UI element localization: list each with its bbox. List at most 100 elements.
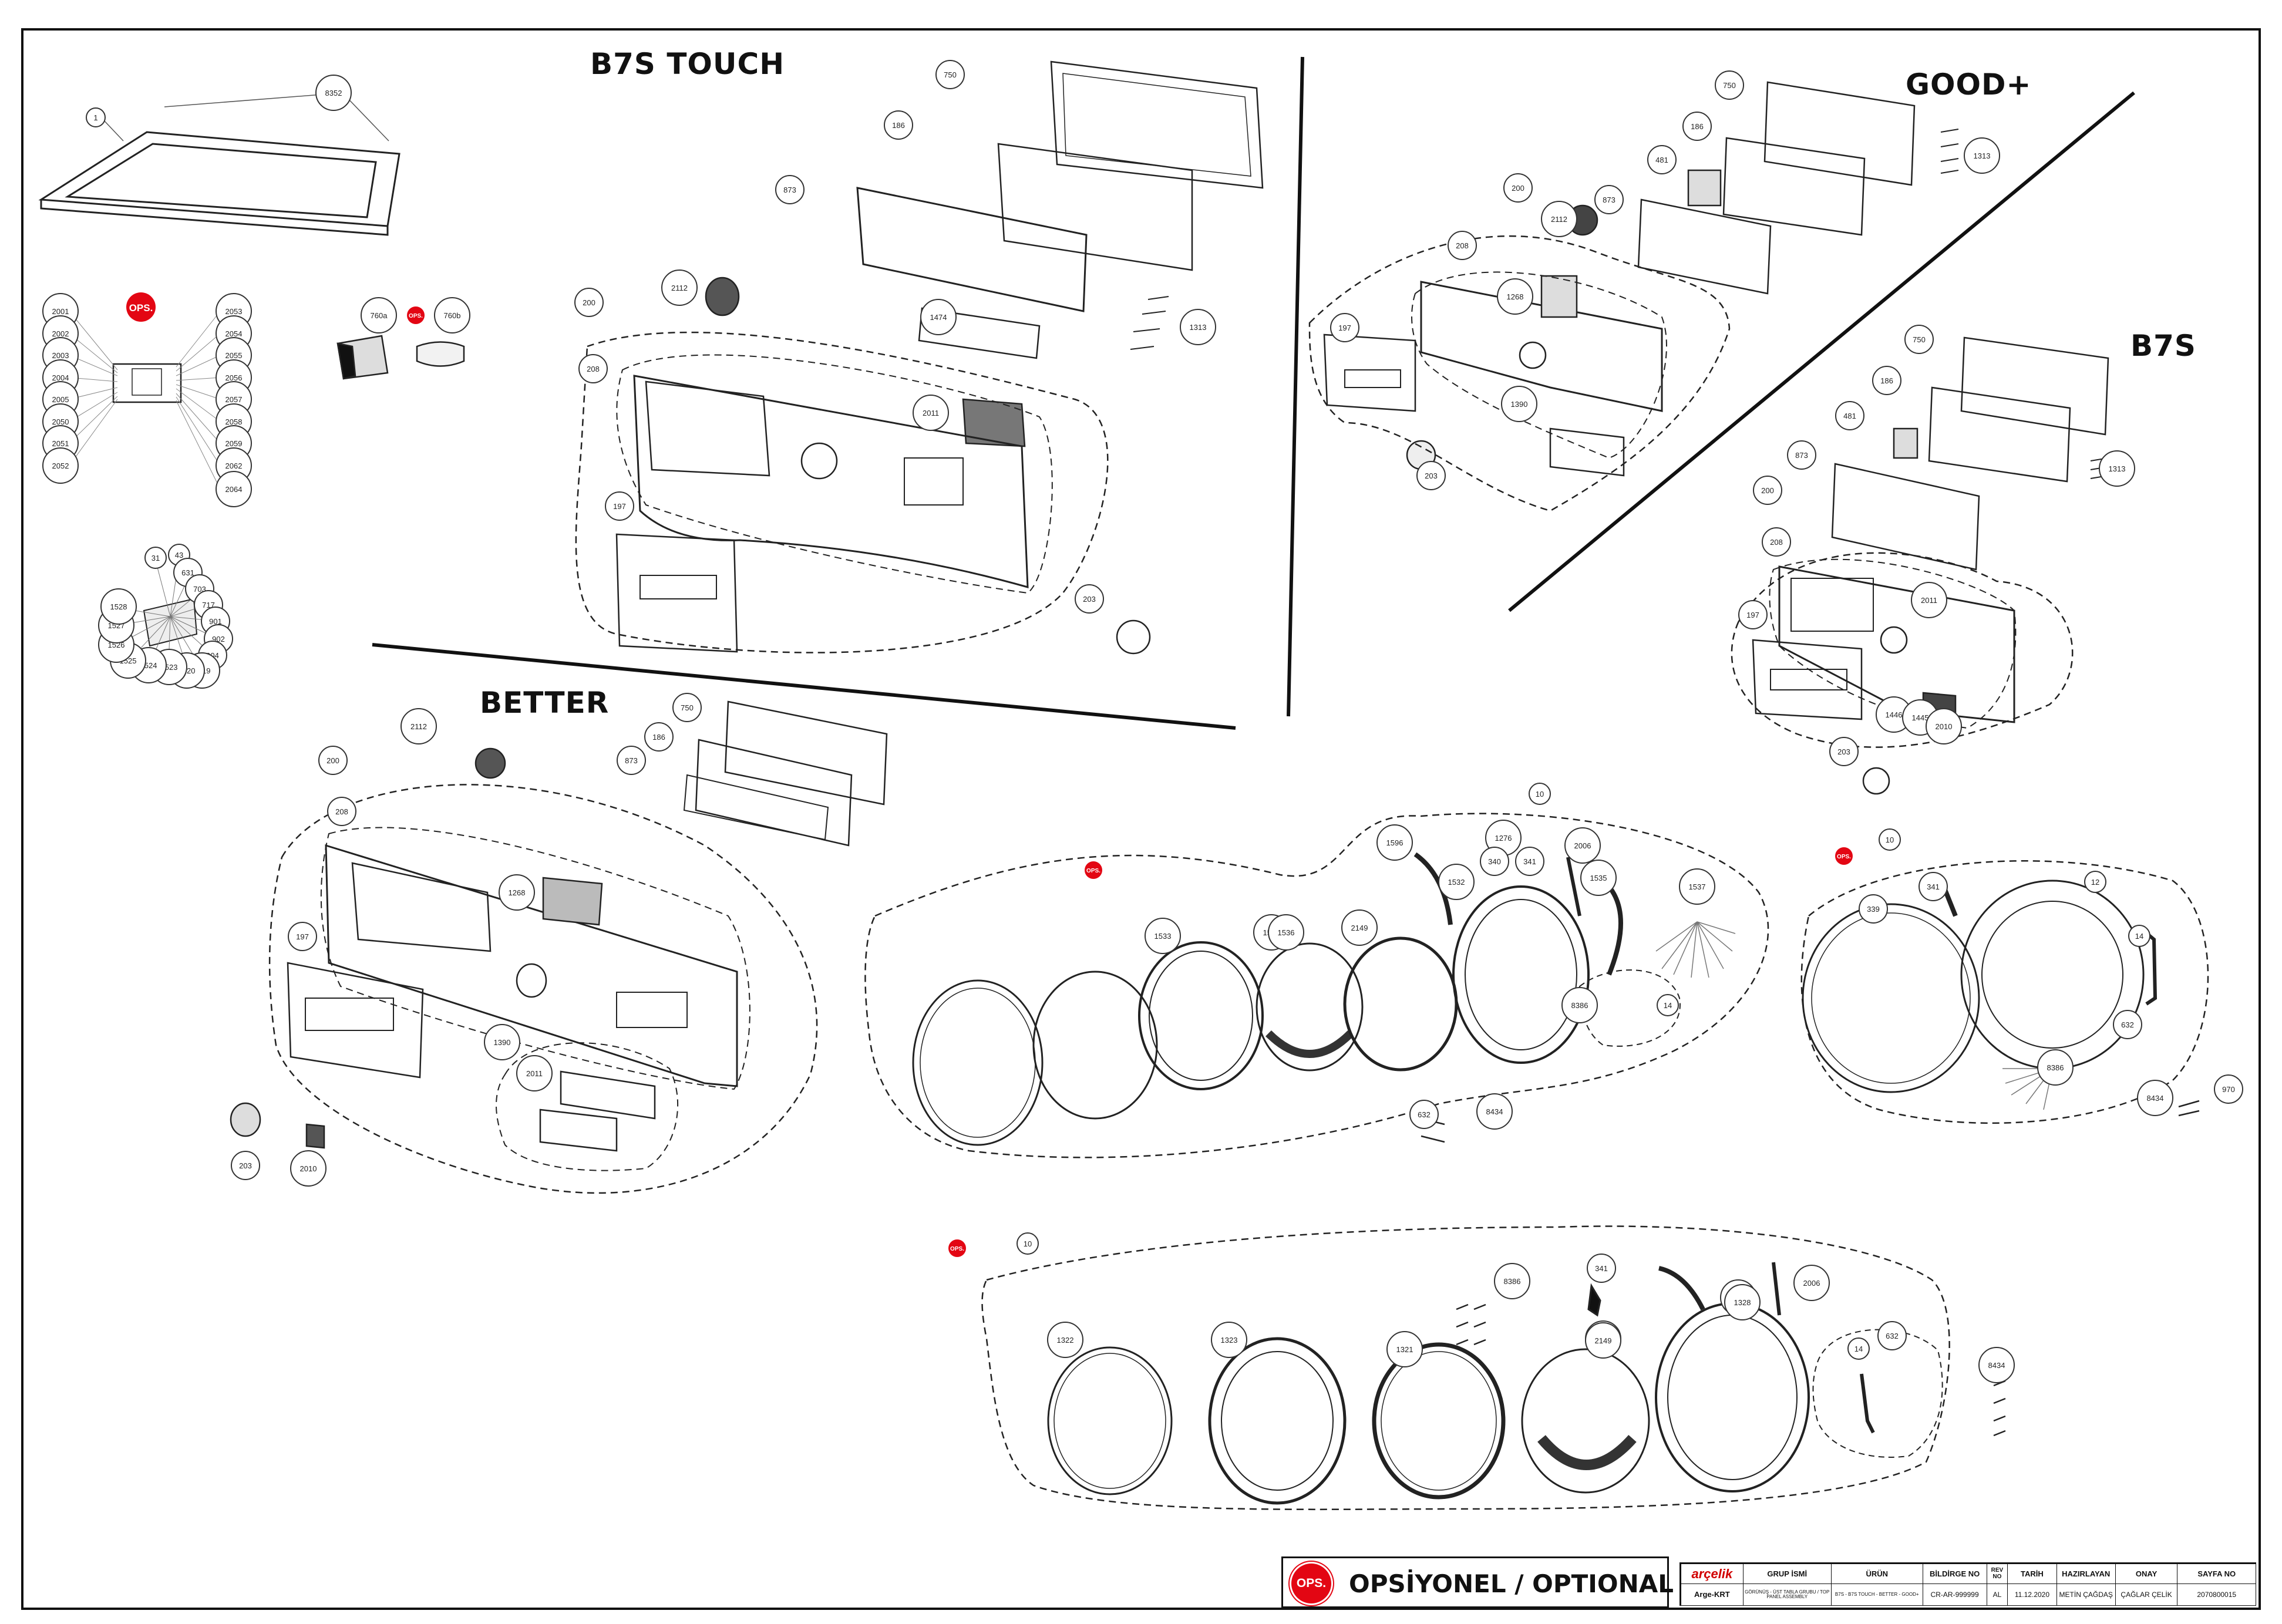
callout-number: 14 — [2135, 932, 2143, 941]
product-label: ÜRÜN — [1830, 1563, 1923, 1585]
callout-bubble — [1762, 527, 1791, 557]
callout-bubble — [1494, 1263, 1530, 1299]
rev-label: REV NO — [1986, 1563, 2008, 1585]
callout-number: 970 — [2222, 1085, 2235, 1094]
callout-bubble — [2214, 1074, 2243, 1104]
callout-bubble — [327, 797, 356, 826]
callout-bubble — [318, 746, 348, 775]
callout-bubble — [1715, 70, 1744, 100]
callout-number: 873 — [1795, 451, 1808, 460]
callout-bubble — [315, 75, 352, 111]
callout-number: 632 — [1418, 1110, 1431, 1119]
callout-bubble — [100, 588, 137, 625]
callout-bubble — [1564, 827, 1601, 864]
callout-number: 8434 — [1988, 1361, 2005, 1370]
callout-bubble — [1211, 1322, 1247, 1358]
notice-label: BİLDİRGE NO — [1922, 1563, 1987, 1585]
callout-number: 1596 — [1386, 838, 1403, 847]
callout-number: 1445 — [1912, 713, 1929, 722]
callout-number: 901 — [209, 617, 222, 626]
callout-number: 12 — [2091, 878, 2099, 887]
callout-number: 2056 — [225, 373, 243, 382]
callout-number: 10 — [1024, 1239, 1032, 1248]
callout-number: 203 — [1837, 747, 1850, 756]
callout-number: 1 — [93, 113, 97, 122]
callout-number: 31 — [152, 554, 160, 562]
callout-number: 2002 — [52, 329, 69, 338]
callout-number: 200 — [327, 756, 339, 765]
callout-number: 2006 — [1574, 841, 1591, 850]
title-block: arçelik GRUP İSMİ ÜRÜN BİLDİRGE NO REV N… — [1679, 1562, 2256, 1606]
callout-number: 1322 — [1057, 1336, 1074, 1345]
callout-bubble — [1657, 994, 1679, 1016]
callout-bubble — [617, 746, 646, 775]
callout-number: 1532 — [1448, 878, 1465, 887]
callout-bubble — [2084, 871, 2106, 893]
callout-bubble — [1476, 1093, 1513, 1130]
callout-number: 8434 — [2147, 1094, 2164, 1103]
callout-number: 208 — [1456, 241, 1469, 250]
callout-bubble — [775, 175, 805, 204]
door-assembly-a — [864, 813, 1769, 1158]
callout-number: 2052 — [52, 461, 69, 470]
callout-bubble — [1911, 582, 1947, 618]
callout-number: 2051 — [52, 439, 69, 448]
callout-bubble — [1017, 1232, 1039, 1255]
section-title-good-plus: GOOD+ — [1906, 68, 2032, 102]
callout-bubble — [1877, 1321, 1907, 1350]
optional-legend: OPS. OPSİYONEL / OPTIONAL — [1281, 1556, 1674, 1608]
callout-number: 2011 — [923, 409, 939, 417]
callout-number: 2059 — [225, 439, 243, 448]
callout-bubble — [499, 874, 535, 911]
callout-bubble — [1904, 325, 1934, 354]
ops-badge-knob: OPS. — [409, 313, 423, 319]
callout-number: 2010 — [1936, 722, 1953, 731]
callout-number: 197 — [1338, 324, 1351, 332]
callout-number: 873 — [625, 756, 638, 765]
callout-bubble — [1682, 112, 1712, 141]
callout-bubble — [1503, 173, 1533, 203]
callout-number: 2005 — [52, 395, 69, 404]
callout-number: 1533 — [1155, 932, 1172, 941]
callout-number: 1268 — [509, 888, 526, 897]
callout-number: 1268 — [1507, 292, 1524, 301]
callout-bubble — [578, 354, 608, 383]
callout-number: 200 — [583, 298, 595, 307]
callout-bubble — [1859, 894, 1888, 924]
sheet-label: SAYFA NO — [2177, 1563, 2256, 1585]
callout-bubble — [1587, 1254, 1616, 1283]
callout-number: 1390 — [1511, 400, 1528, 409]
callout-number: 200 — [1512, 184, 1524, 193]
callout-number: 1313 — [1190, 323, 1207, 332]
callout-number: 1446 — [1886, 710, 1903, 719]
ops-legend-badge: OPS. — [1291, 1564, 1331, 1603]
callout-bubble — [434, 297, 470, 333]
callout-number: 2003 — [52, 351, 69, 360]
callout-bubble — [1919, 872, 1948, 901]
notice-value: CR-AR-999999 — [1922, 1583, 1987, 1606]
door-assembly-b — [1800, 860, 2209, 1124]
callout-bubble — [1585, 1322, 1621, 1359]
callout-number: 14 — [1854, 1345, 1863, 1353]
prepared-label: HAZIRLAYAN — [2056, 1563, 2116, 1585]
callout-bubble — [1145, 918, 1181, 954]
callout-bubble — [86, 107, 106, 127]
section-title-b7s-touch: B7S TOUCH — [590, 47, 785, 81]
part-callouts: 1835220012002200320042005205020512052205… — [42, 60, 2243, 1383]
callout-number: 1321 — [1396, 1345, 1413, 1354]
callout-number: 43 — [175, 551, 183, 560]
callout-bubble — [1341, 909, 1378, 946]
callout-number: 2112 — [671, 284, 688, 292]
callout-bubble — [1480, 847, 1509, 876]
callout-number: 8386 — [1571, 1001, 1588, 1010]
callout-number: 2112 — [1551, 215, 1567, 224]
callout-number: 750 — [681, 703, 694, 712]
callout-bubble — [1594, 185, 1624, 214]
callout-bubble — [2137, 1080, 2173, 1116]
callout-number: 2058 — [225, 417, 243, 426]
callout-number: 2001 — [52, 307, 69, 316]
callout-number: 1328 — [1734, 1298, 1751, 1307]
product-value: B7S - B7S TOUCH - BETTER - GOOD+ — [1830, 1583, 1923, 1606]
callout-number: 1474 — [930, 313, 947, 322]
prepared-value: METİN ÇAĞDAŞ — [2056, 1583, 2116, 1606]
